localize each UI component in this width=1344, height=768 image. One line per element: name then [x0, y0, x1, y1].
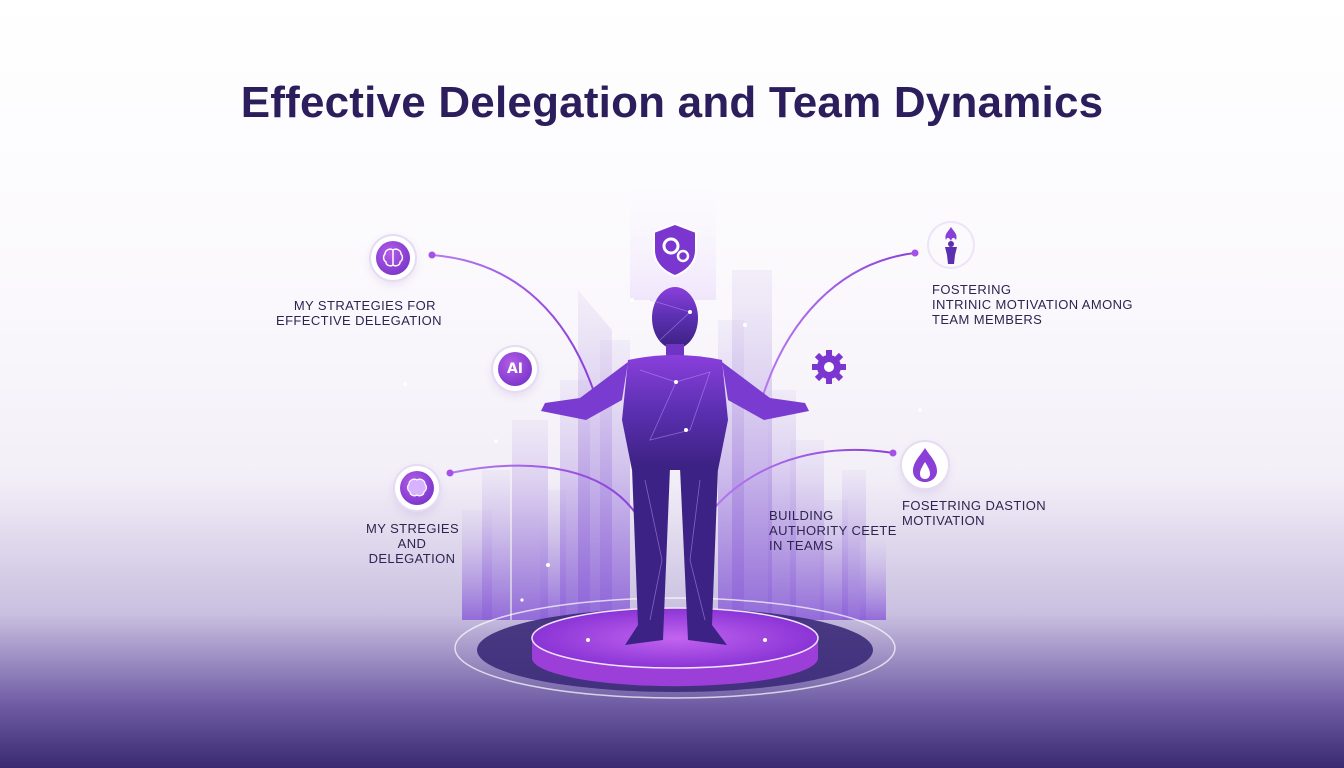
person-figure	[541, 287, 809, 645]
platform	[454, 597, 896, 699]
label-line: TEAM MEMBERS	[932, 312, 1043, 327]
label-line: FOSTERING	[932, 282, 1012, 297]
gear-icon	[812, 350, 846, 384]
label-top-left: MY STRATEGIES FOR EFFECTIVE DELEGATION	[276, 298, 442, 328]
badge-mid-right	[807, 345, 851, 389]
connector-dots	[428, 249, 919, 477]
page-title: Effective Delegation and Team Dynamics	[240, 78, 1104, 127]
label-line: MY STRATEGIES FOR	[293, 298, 436, 313]
shield-gears-icon	[650, 222, 700, 278]
label-line: MOTIVATION	[902, 513, 985, 528]
label-line: FOSETRING DASTION	[902, 498, 1047, 513]
badge-mid-left: AI	[493, 347, 537, 391]
torch-person-icon	[945, 227, 957, 264]
ai-chip-icon: AI	[506, 361, 524, 377]
label-line: DELEGATION	[368, 551, 456, 566]
sparkles	[403, 298, 922, 642]
label-top-right: FOSTERING INTRINIC MOTIVATION AMONG TEAM…	[932, 282, 1133, 327]
brain-icon	[407, 478, 427, 497]
label-line: AUTHORITY CEETE	[769, 523, 897, 538]
badge-bottom-left	[395, 466, 439, 510]
connector-lines	[431, 252, 916, 521]
label-center-right: BUILDING AUTHORITY CEETE IN TEAMS	[769, 508, 897, 553]
label-line: INTRINIC MOTIVATION AMONG	[932, 297, 1133, 312]
label-bottom-right: FOSETRING DASTION MOTIVATION	[902, 498, 1046, 528]
badge-bottom-right	[902, 442, 948, 488]
label-line: BUILDING	[769, 508, 834, 523]
label-line: AND	[397, 536, 427, 551]
flame-drop-icon	[913, 448, 937, 482]
label-line: MY STREGIES	[366, 521, 460, 536]
brain-icon	[382, 248, 404, 267]
badge-top-right	[929, 223, 973, 267]
label-line: IN TEAMS	[769, 538, 834, 553]
label-line: EFFECTIVE DELEGATION	[276, 313, 442, 328]
badge-top-left	[371, 236, 415, 280]
label-bottom-left: MY STREGIES AND DELEGATION	[366, 521, 460, 566]
